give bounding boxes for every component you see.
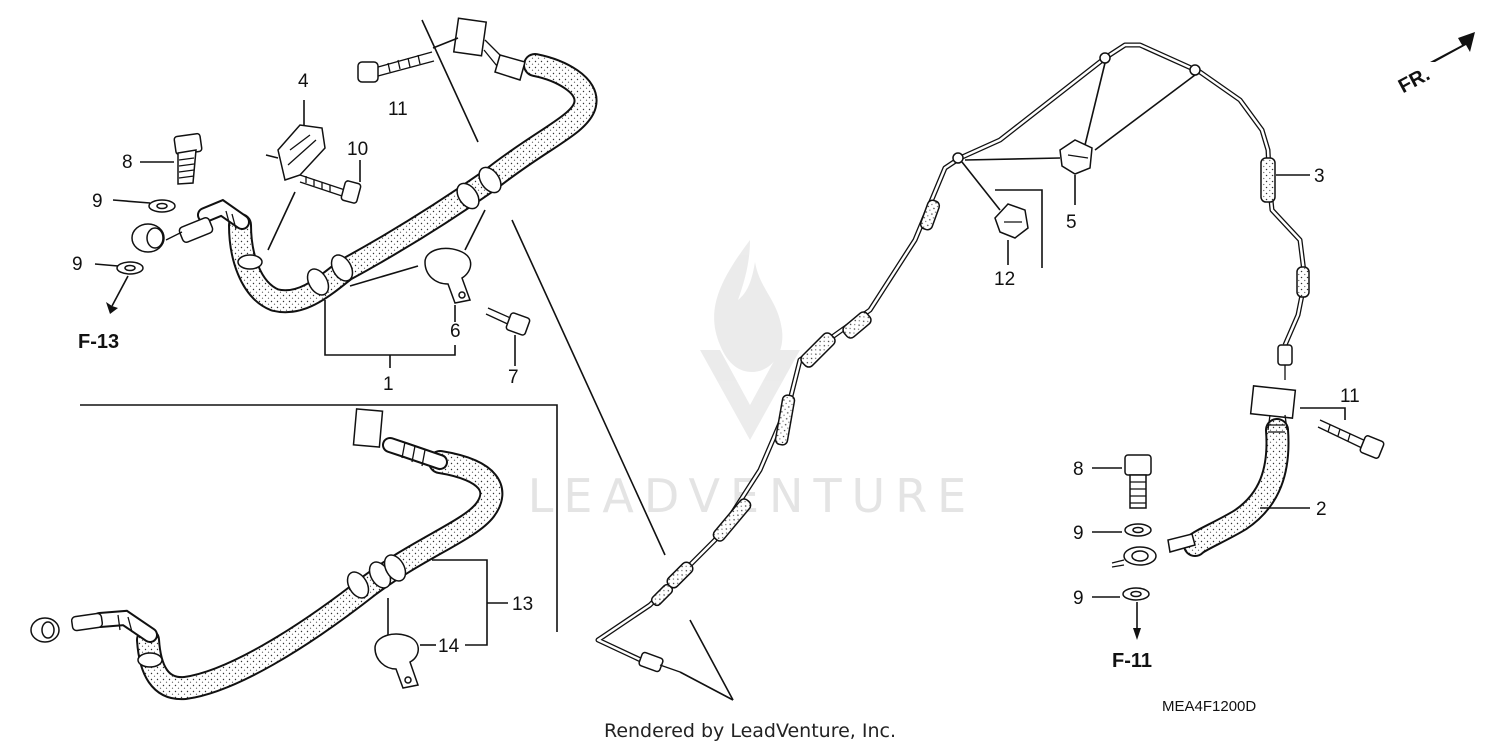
front-direction-arrow-icon: FR. [1395,32,1475,98]
bolt-7 [485,307,531,336]
callout-9-right-lower: 9 [1073,588,1084,609]
callout-11-right: 11 [1340,386,1360,407]
credit-text: Rendered by LeadVenture, Inc. [604,720,896,742]
figure-ref-left: F-13 [78,331,119,353]
clamp-14 [374,633,419,689]
clip-12 [994,203,1029,239]
callout-3: 3 [1314,166,1325,187]
brake-hose-2 [1111,385,1297,568]
frame-line [80,404,558,632]
callout-6: 6 [450,321,461,342]
callout-13: 13 [512,594,533,615]
callout-8-left: 8 [122,152,133,173]
leader-lines-lower [387,559,508,646]
callout-9-right-upper: 9 [1073,523,1084,544]
callout-9-left-upper: 9 [92,191,103,212]
bolt-11-right [1317,419,1385,459]
clip-4 [277,124,326,181]
callout-8-right: 8 [1073,459,1084,480]
callout-4: 4 [298,71,309,92]
callout-11-top: 11 [388,99,408,120]
callout-5: 5 [1066,212,1077,233]
brake-hose-1 [131,17,598,314]
watermark-text: LEADVENTURE [528,469,977,523]
leader-lines-right-hose [1092,407,1346,640]
clamp-6 [424,247,472,304]
bolt-10 [299,174,362,204]
bolt-8-right [1124,454,1152,509]
callout-2: 2 [1316,499,1327,520]
leadventure-flame-logo-icon [700,240,800,440]
clip-5 [1059,139,1093,175]
leader-lines-left [94,19,666,556]
callouts: 1 2 3 4 5 6 7 8 8 9 9 9 9 10 11 11 12 13… [72,71,1360,657]
brake-hose-13 [30,408,504,701]
callout-7: 7 [508,367,519,388]
watermark: LEADVENTURE [528,240,977,523]
callout-1: 1 [383,374,394,395]
callout-12: 12 [994,269,1015,290]
bolt-11-top [357,51,435,83]
direction-label: FR. [1395,63,1434,98]
callout-10: 10 [347,139,368,160]
figure-ref-right: F-11 [1112,650,1152,672]
brake-pipe [595,42,1310,673]
callout-14: 14 [438,636,460,657]
bolt-8-left [173,132,203,185]
callout-9-left-lower: 9 [72,254,83,275]
leader-lines-right [679,62,1310,701]
drawing-code: MEA4F1200D [1162,698,1256,715]
